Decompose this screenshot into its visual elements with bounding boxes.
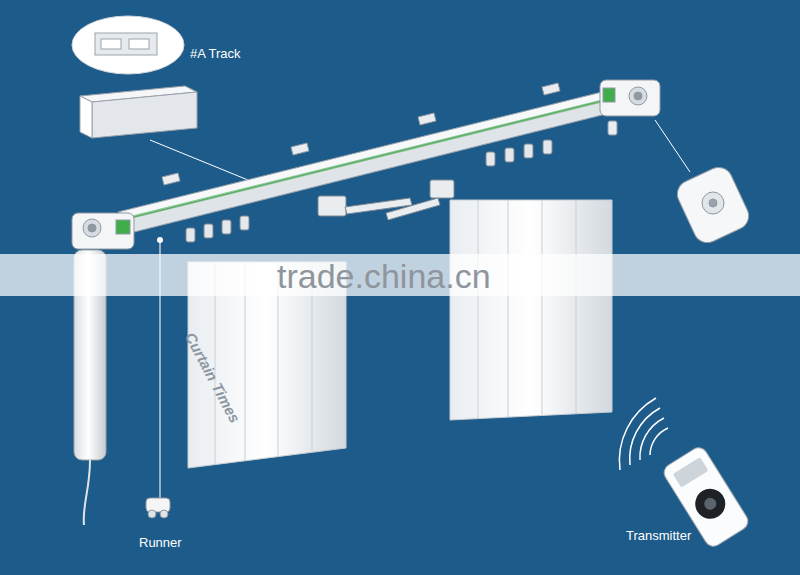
part-label: #A Track (190, 47, 241, 61)
part-label: Runner (139, 536, 182, 550)
part-label: Transmitter (626, 529, 691, 543)
watermark: trade.china.cn (277, 258, 491, 295)
